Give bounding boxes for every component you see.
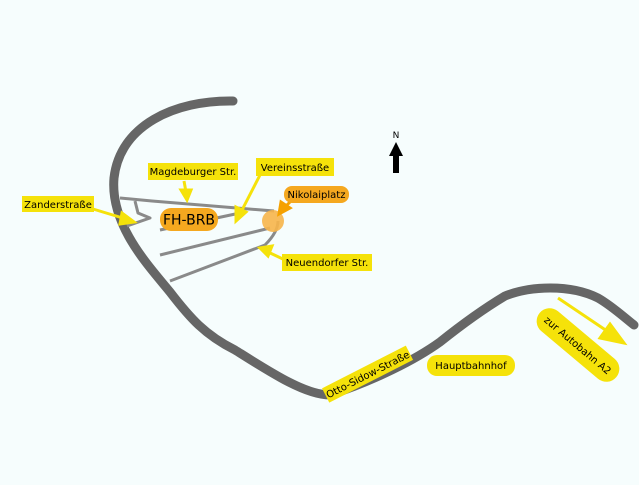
label-zanderstrasse: Zanderstraße [22,196,94,212]
arrow-autobahn-head [597,321,628,346]
arrow-nikolaiplatz-head [277,199,293,217]
svg-text:Magdeburger Str.: Magdeburger Str. [150,167,237,178]
label-fh-brb: FH-BRB [160,208,218,231]
svg-text:Vereinsstraße: Vereinsstraße [261,163,329,174]
label-autobahn: zur Autobahn A2 [536,308,620,382]
street-top-segment [119,196,275,213]
label-magdeburger: Magdeburger Str. [148,163,238,180]
pointer-arrows [92,174,628,346]
arrow-vereinsstrasse [239,174,262,213]
street-upper-diagonal [159,226,271,257]
north-arrow: N [389,131,403,173]
arrow-neuendorfer-head [256,244,275,259]
label-neuendorfer: Neuendorfer Str. [282,254,372,271]
svg-text:Neuendorfer Str.: Neuendorfer Str. [286,258,369,269]
label-hauptbahnhof: Hauptbahnhof [427,355,515,376]
svg-text:FH-BRB: FH-BRB [163,213,215,229]
label-nikolaiplatz: Nikolaiplatz [284,186,349,203]
arrow-vereinsstrasse-head [234,204,249,225]
svg-text:Otto-Sidow-Straße: Otto-Sidow-Straße [325,350,412,402]
main-road [109,96,639,400]
svg-text:Hauptbahnhof: Hauptbahnhof [435,361,507,372]
svg-text:zur Autobahn A2: zur Autobahn A2 [541,315,612,377]
svg-text:Zanderstraße: Zanderstraße [24,200,92,211]
label-vereinsstrasse: Vereinsstraße [256,158,334,176]
svg-text:Nikolaiplatz: Nikolaiplatz [288,190,346,201]
arrow-magdeburger-head [178,188,194,204]
street-zander-hook [126,200,152,228]
north-arrow-icon [389,142,403,173]
arrow-autobahn [557,296,608,333]
arrow-zanderstrasse-head [118,210,138,226]
label-otto-sidow-strasse: Otto-Sidow-Straße [322,345,414,403]
north-label: N [393,131,400,141]
